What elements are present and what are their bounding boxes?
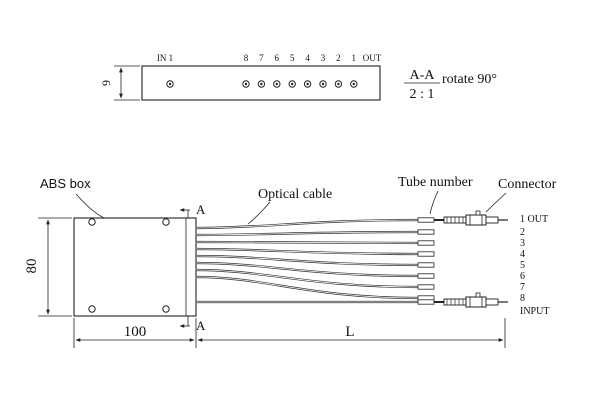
port-number-1: 1 xyxy=(352,53,357,63)
mounting-hole xyxy=(88,218,96,226)
port-hole-7 xyxy=(257,80,266,88)
tube-label-9: INPUT xyxy=(520,306,549,317)
tube-number-marker-2 xyxy=(417,229,435,235)
section-marker-bottom: A xyxy=(196,318,206,333)
out-port-label: OUT xyxy=(363,53,382,63)
connector-leader xyxy=(485,192,507,213)
top-view: A A ABS box Optical cable Tube number Co… xyxy=(24,175,557,348)
optical-cable-leader xyxy=(247,201,271,225)
tube-number-marker-1 xyxy=(417,217,435,223)
tube-label-4: 4 xyxy=(520,249,525,260)
mounting-hole xyxy=(162,218,170,226)
mounting-holes xyxy=(88,218,170,313)
tube-label-1: 1 OUT xyxy=(520,214,548,225)
port-hole-3 xyxy=(319,80,327,88)
mounting-hole xyxy=(88,305,96,313)
connector-label: Connector xyxy=(498,177,557,192)
section-marker-top: A xyxy=(196,202,206,217)
port-hole-2 xyxy=(334,80,343,88)
tube-number-label: Tube number xyxy=(398,175,473,190)
port-number-5: 5 xyxy=(290,53,295,63)
port-hole-5 xyxy=(288,80,296,88)
in-port-label: IN 1 xyxy=(157,53,173,63)
tube-number-marker-5 xyxy=(417,262,435,268)
tube-label-3: 3 xyxy=(520,238,525,249)
tube-label-5: 5 xyxy=(520,260,525,271)
tube-label-8: 8 xyxy=(520,293,525,304)
tube-number-marker-4 xyxy=(417,251,435,257)
optical-cable-label: Optical cable xyxy=(258,187,332,202)
mounting-hole xyxy=(162,305,170,313)
tube-label-7: 7 xyxy=(520,282,525,293)
port-number-3: 3 xyxy=(321,53,326,63)
port-hole-8 xyxy=(242,80,250,88)
port-number-4: 4 xyxy=(305,53,310,63)
port-number-7: 7 xyxy=(259,53,264,63)
tube-number-marker-7 xyxy=(417,284,435,290)
optical-cables xyxy=(195,217,435,305)
tube-number-leader xyxy=(429,190,439,215)
optical-cable-1 xyxy=(195,218,419,230)
section-note: rotate 90° xyxy=(442,72,497,87)
section-scale: 2 : 1 xyxy=(410,87,435,102)
port-number-6: 6 xyxy=(275,53,280,63)
in-port-hole xyxy=(166,80,174,88)
tube-label-6: 6 xyxy=(520,271,525,282)
section-title: A-A xyxy=(410,68,436,83)
port-hole-1 xyxy=(350,80,358,88)
abs-box-leader xyxy=(75,193,105,219)
connectors xyxy=(434,210,508,308)
cable-length-dimension: L xyxy=(345,324,354,340)
box-width-dimension: 100 xyxy=(124,324,147,340)
port-hole-6 xyxy=(273,80,281,88)
tube-number-marker-3 xyxy=(417,240,435,246)
tube-number-marker-6 xyxy=(417,273,435,279)
abs-box xyxy=(73,217,197,317)
port-number-8: 8 xyxy=(244,53,249,63)
port-hole-4 xyxy=(303,80,312,88)
input-connector xyxy=(434,292,508,308)
box-height-dimension: 80 xyxy=(24,259,40,274)
tube-label-2: 2 xyxy=(520,227,525,238)
side-height-dimension: 9 xyxy=(99,80,113,86)
side-view-box xyxy=(141,65,381,101)
tube-number-marker-input xyxy=(417,299,435,305)
abs-box-label: ABS box xyxy=(40,176,91,191)
port-hole-row xyxy=(166,80,358,88)
port-number-2: 2 xyxy=(336,53,341,63)
out-connector xyxy=(434,210,508,226)
